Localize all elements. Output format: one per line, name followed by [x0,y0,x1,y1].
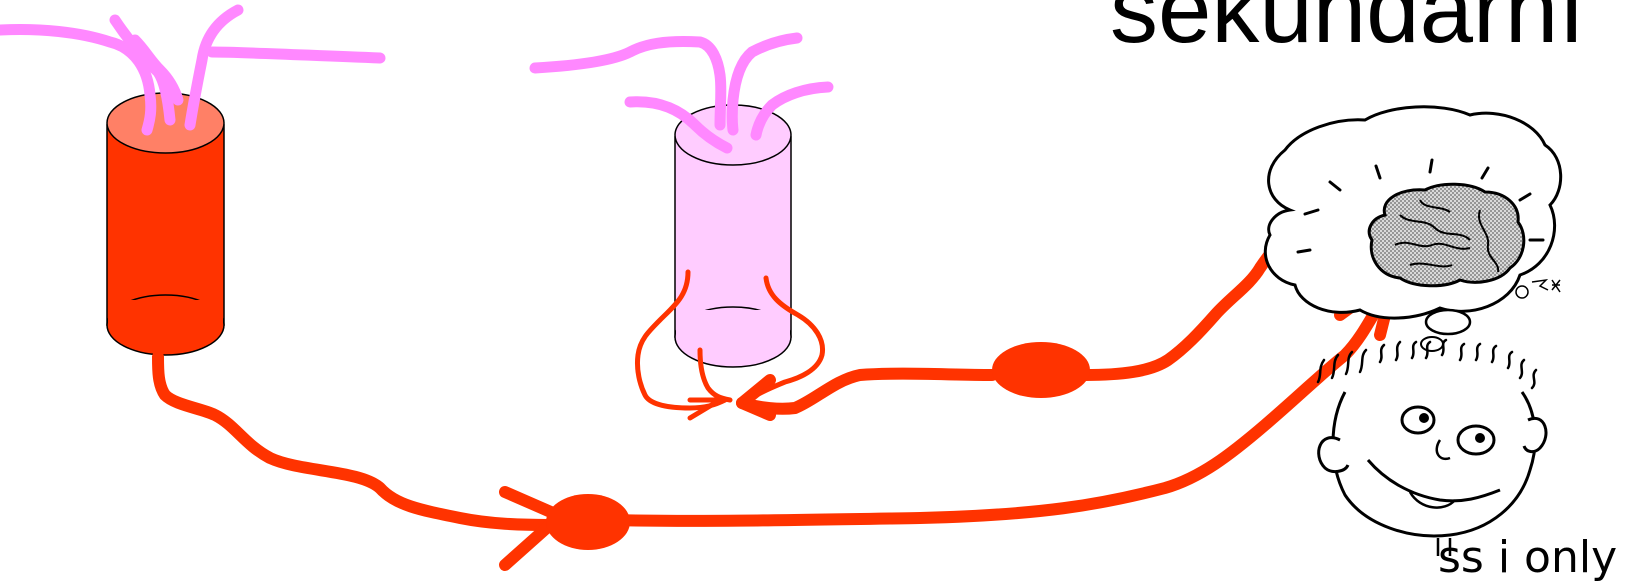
thought-bubble-icon [1265,107,1560,351]
right-pupil [1475,433,1485,443]
left-fiber-3 [212,52,380,58]
brain-icon [1369,184,1524,286]
nerve-path-lower-left [158,357,550,525]
thought-ray [1430,160,1432,172]
lower-ganglion [546,494,630,550]
artist-initials [1532,280,1560,292]
face-outline [1333,392,1535,536]
brain-outline [1369,184,1524,286]
thought-puff-2 [1421,337,1443,351]
red-cylinder [107,93,224,355]
pink-cylinder-fill [676,310,790,338]
nerve-path-middle [742,374,992,409]
thought-puff-1 [1426,310,1470,334]
red-cylinder-fill [108,300,223,326]
left-fibers [0,10,380,130]
left-eye [1402,407,1434,433]
left-pupil [1419,413,1429,423]
pink-cylinder [675,105,791,367]
diagram-title: sekundární [1110,0,1585,58]
artist-mark [1516,280,1560,298]
thought-ray [1298,250,1310,252]
cartoon-face-icon [1318,340,1546,556]
diagram-caption: ss i only [1438,536,1617,580]
upper-ganglion [992,342,1090,398]
copyright-circle [1516,286,1528,298]
